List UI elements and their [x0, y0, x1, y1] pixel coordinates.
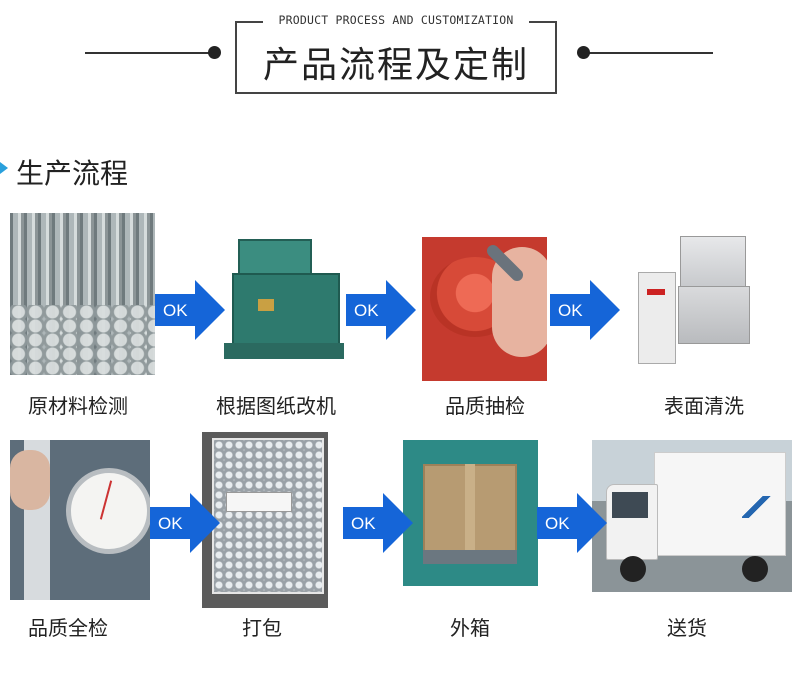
- arrow-shape: [550, 280, 620, 340]
- title-frame-top-left: [235, 21, 263, 23]
- dial-gauge: [66, 468, 150, 554]
- arrow-ok-label: OK: [163, 301, 188, 320]
- machine-body: [232, 273, 340, 351]
- bag-label: [226, 492, 292, 512]
- step-label: 送货: [667, 616, 707, 640]
- cleaner-lid: [680, 236, 746, 290]
- step-label: 表面清洗: [664, 394, 744, 418]
- machine-base: [224, 343, 344, 359]
- caliper-gauge-image: [10, 440, 150, 600]
- step-label: 根据图纸改机: [216, 394, 336, 418]
- header-line-right: [583, 52, 713, 54]
- parts-bag: [212, 438, 324, 594]
- arrow-shape: [346, 280, 416, 340]
- ok-arrow-icon: OK: [550, 280, 620, 340]
- step-label: 品质抽检: [445, 394, 525, 418]
- arrow-shape: [155, 280, 225, 340]
- truck-stripe: [742, 496, 772, 518]
- ok-arrow-icon: OK: [346, 280, 416, 340]
- ok-arrow-icon: OK: [343, 493, 413, 553]
- truck-wheel: [620, 556, 646, 582]
- cabinet-label: [647, 289, 665, 295]
- step-label: 打包: [242, 616, 282, 640]
- hand: [10, 450, 50, 510]
- truck-wheel: [742, 556, 768, 582]
- cleaner-tank: [678, 286, 750, 344]
- hand-inspection-image: [422, 237, 547, 381]
- machine-plate: [258, 299, 274, 311]
- parts-bag-image: [202, 432, 328, 608]
- step-label: 品质全检: [28, 616, 108, 640]
- carton-box-image: [403, 440, 538, 586]
- title-frame: [235, 21, 557, 94]
- step-label: 外箱: [450, 616, 490, 640]
- arrow-shape: [150, 493, 220, 553]
- arrow-ok-label: OK: [545, 514, 570, 533]
- header: PRODUCT PROCESS AND CUSTOMIZATION 产品流程及定…: [0, 0, 800, 110]
- arrow-ok-label: OK: [354, 301, 379, 320]
- control-cabinet: [638, 272, 676, 364]
- section-title: 生产流程: [16, 157, 129, 190]
- ok-arrow-icon: OK: [155, 280, 225, 340]
- arrow-shape: [343, 493, 413, 553]
- arrow-ok-label: OK: [158, 514, 183, 533]
- title-frame-top-right: [529, 21, 557, 23]
- step-label: 原材料检测: [28, 394, 128, 418]
- header-dot-right: [577, 46, 590, 59]
- ultrasonic-cleaner-image: [622, 220, 757, 376]
- box-tape: [465, 464, 475, 558]
- arrow-ok-label: OK: [558, 301, 583, 320]
- ok-arrow-icon: OK: [150, 493, 220, 553]
- arrow-ok-label: OK: [351, 514, 376, 533]
- box-base: [423, 550, 517, 564]
- page-title: 产品流程及定制: [262, 45, 529, 86]
- lathe-machine-image: [218, 225, 353, 377]
- steel-rods-image: [10, 213, 155, 375]
- delivery-truck-image: [592, 440, 792, 592]
- arrow-shape: [537, 493, 607, 553]
- truck-window: [612, 492, 648, 518]
- header-line-left: [85, 52, 215, 54]
- header-subtitle: PRODUCT PROCESS AND CUSTOMIZATION: [278, 13, 514, 27]
- section-marker-icon: [0, 162, 8, 174]
- ok-arrow-icon: OK: [537, 493, 607, 553]
- header-dot-left: [208, 46, 221, 59]
